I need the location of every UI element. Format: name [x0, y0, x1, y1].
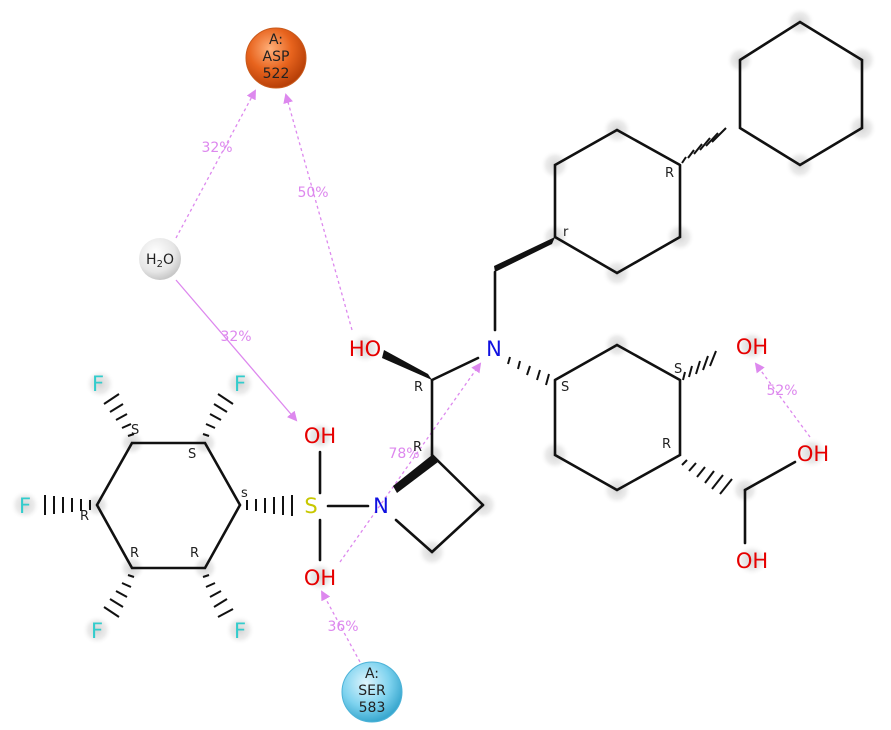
stereo-ring3-r-bottom-right: R: [190, 546, 199, 561]
asp-residue[interactable]: A: ASP 522: [245, 27, 307, 89]
sulfur-hydroxyl-top-label: OH: [304, 424, 336, 448]
interaction-lines: [175, 89, 811, 663]
ho-asp-interaction-line: [283, 93, 353, 331]
asp-chain-label: A:: [269, 32, 283, 48]
stereo-ring3-r-bottom-left: R: [130, 546, 139, 561]
fluorine-top-right-label: F: [234, 372, 246, 396]
ser-residue[interactable]: A: SER 583: [341, 661, 403, 723]
stereo-cyc-ch2: r: [563, 225, 569, 240]
wedge-c-alpha-ho: [382, 350, 432, 380]
acid-hydroxyl-bottom-label: OH: [736, 549, 768, 573]
ho-asp-percent: 50%: [297, 185, 328, 201]
stereo-ring2-s2: S: [674, 362, 682, 377]
stereo-c-azetidine: R: [413, 440, 422, 455]
water-label: H2O: [146, 252, 174, 270]
acid-hydroxyl-top-label: OH: [797, 442, 829, 466]
water-sulfonyl-interaction-line: [175, 279, 298, 422]
interaction-percentages: 32% 50% 32% 36% 78% 52%: [201, 140, 797, 635]
hydroxyl-left-label: HO: [349, 337, 381, 361]
ser-oh-interaction-line: [321, 590, 361, 663]
water-molecule[interactable]: H2O: [139, 238, 181, 280]
asp-name-label: ASP: [263, 49, 290, 65]
wedge-ch2-ring: [494, 237, 555, 272]
stereo-ring3-s-right: s: [241, 486, 248, 501]
fluorine-left-label: F: [19, 494, 31, 518]
water-sulfonyl-percent: 32%: [220, 329, 251, 345]
stereo-cyc-top-r: R: [665, 166, 674, 181]
wedge-azetidine-n: [393, 455, 438, 493]
fluorine-bottom-left-label: F: [91, 619, 103, 643]
intramolecular-n-percent: 78%: [388, 446, 419, 462]
ring-hydroxyl-label: OH: [736, 335, 768, 359]
stereo-descriptors: R r R R S S R S S s R R R: [80, 166, 682, 561]
stereo-ring2-r: R: [662, 437, 671, 452]
stereo-wedge-bonds: [382, 237, 555, 493]
fluorine-bottom-right-label: F: [234, 619, 246, 643]
oh-oh-percent: 52%: [766, 383, 797, 399]
sulfur-hydroxyl-bottom-label: OH: [304, 566, 336, 590]
water-asp-percent: 32%: [201, 140, 232, 156]
sulfur-label: S: [304, 494, 317, 518]
ser-name-label: SER: [358, 683, 386, 699]
ser-number-label: 583: [359, 700, 386, 716]
asp-number-label: 522: [263, 66, 290, 82]
ser-chain-label: A:: [365, 666, 379, 682]
stereo-ring3-s-top-right: S: [188, 447, 196, 462]
stereo-ring3-r-left: R: [80, 509, 89, 524]
oh-oh-interaction-line: [754, 362, 811, 438]
stereo-hash-bonds: [44, 127, 733, 618]
stereo-ring3-s-top-left: S: [131, 423, 139, 438]
ser-oh-percent: 36%: [327, 619, 358, 635]
water-asp-interaction-line: [175, 89, 256, 239]
stereo-c-alpha: R: [414, 380, 423, 395]
atom-labels: HO N OH OH OH OH OH S N F F F F F: [19, 335, 829, 643]
stereo-ring2-s1: S: [561, 380, 569, 395]
intramolecular-n-interaction-line: [339, 362, 482, 563]
azetidine-nitrogen-label: N: [373, 494, 389, 518]
fluorine-top-left-label: F: [92, 372, 104, 396]
amine-nitrogen-label: N: [486, 337, 502, 361]
